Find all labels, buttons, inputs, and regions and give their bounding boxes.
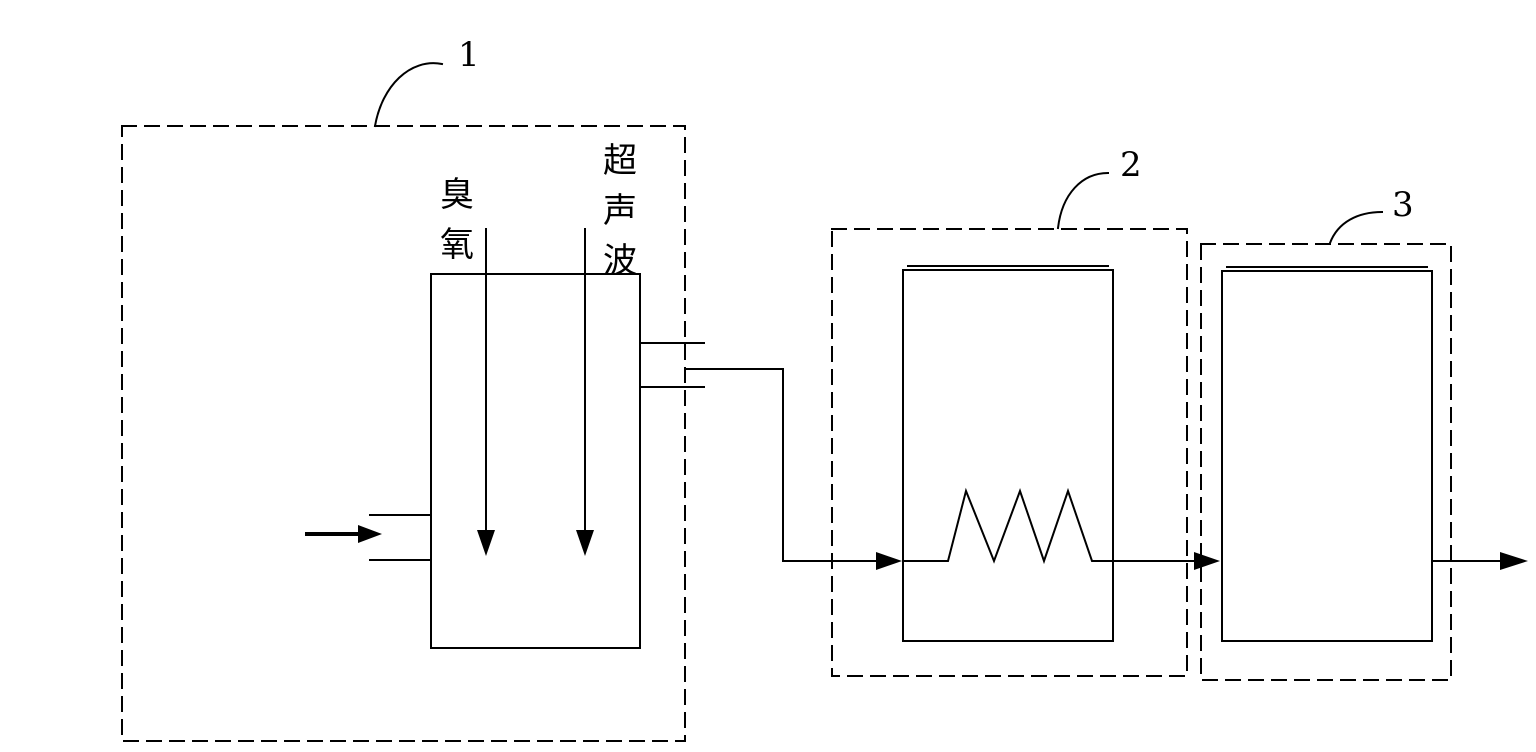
unit-2-leader (1056, 171, 1110, 230)
unit-2-dashed-boundary (831, 228, 1188, 677)
heating-coil (902, 487, 1114, 565)
ultrasound-char-2: 声 (603, 191, 637, 231)
reactor-tank (430, 273, 641, 649)
ultrasound-char-3: 波 (603, 241, 637, 281)
unit-3-dashed-boundary (1200, 243, 1452, 681)
unit-1-leader (373, 62, 444, 128)
unit-3-label: 3 (1392, 185, 1414, 225)
unit-2-label: 2 (1120, 145, 1142, 185)
unit-1-label: 1 (458, 35, 480, 75)
ozone-char-2: 氧 (440, 225, 474, 265)
unit-1-dashed-boundary (121, 125, 686, 742)
unit-3-leader (1328, 210, 1384, 245)
ozone-arrow-head (477, 530, 495, 556)
transfer-arrow-head-1 (876, 552, 902, 570)
heating-vessel (902, 269, 1114, 642)
final-outlet-arrow-head (1500, 552, 1528, 570)
output-vessel (1221, 270, 1433, 642)
inlet-arrow-head (358, 525, 382, 543)
ultrasound-arrow-head (576, 530, 594, 556)
transfer-pipe-1-to-2 (685, 368, 881, 562)
ozone-char-1: 臭 (440, 175, 474, 215)
transfer-arrow-head-2 (1194, 552, 1220, 570)
ultrasound-char-1: 超 (603, 141, 637, 181)
